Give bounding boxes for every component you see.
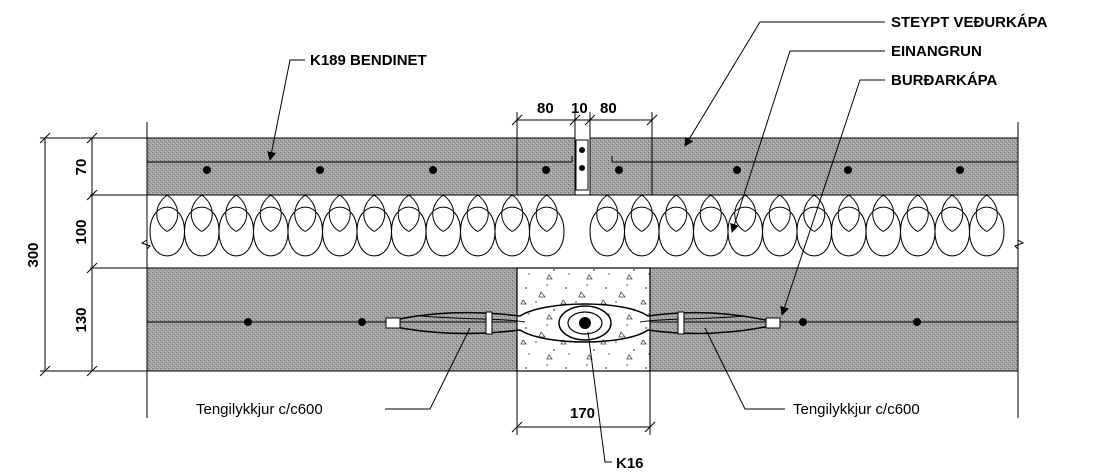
dim-outer-leaf: 70 (73, 159, 90, 176)
outer-concrete-leaf (146, 137, 1019, 196)
inner-concrete-leaf (146, 267, 1019, 372)
dim-inner-leaf: 130 (73, 307, 90, 332)
label-tie-right: Tengilykkjur c/c600 (793, 401, 920, 418)
label-burdarkapa: BURÐARKÁPA (891, 72, 998, 89)
dim-insulation: 100 (73, 219, 90, 244)
insulation-pattern (149, 194, 1005, 257)
dim-total: 300 (25, 242, 42, 267)
label-vedurkapa: STEYPT VEÐURKÁPA (891, 14, 1048, 31)
k16-bar (579, 317, 591, 329)
dim-gap-right: 80 (600, 100, 617, 117)
label-bendinet: K189 BENDINET (310, 52, 427, 69)
leader-lines (267, 21, 885, 463)
dim-gap-mid: 10 (571, 100, 588, 117)
label-tie-left: Tengilykkjur c/c600 (196, 401, 323, 418)
dimension-lines (39, 112, 658, 435)
dim-joint-width: 170 (570, 405, 595, 422)
edge-lines (40, 122, 1025, 418)
label-einangrun: EINANGRUN (891, 43, 982, 60)
dim-gap-left: 80 (537, 100, 554, 117)
insulation-layer (147, 194, 1018, 269)
grout-joint (385, 267, 781, 372)
label-k16-bar: K16 (616, 455, 644, 472)
rebar-dots (203, 166, 964, 326)
